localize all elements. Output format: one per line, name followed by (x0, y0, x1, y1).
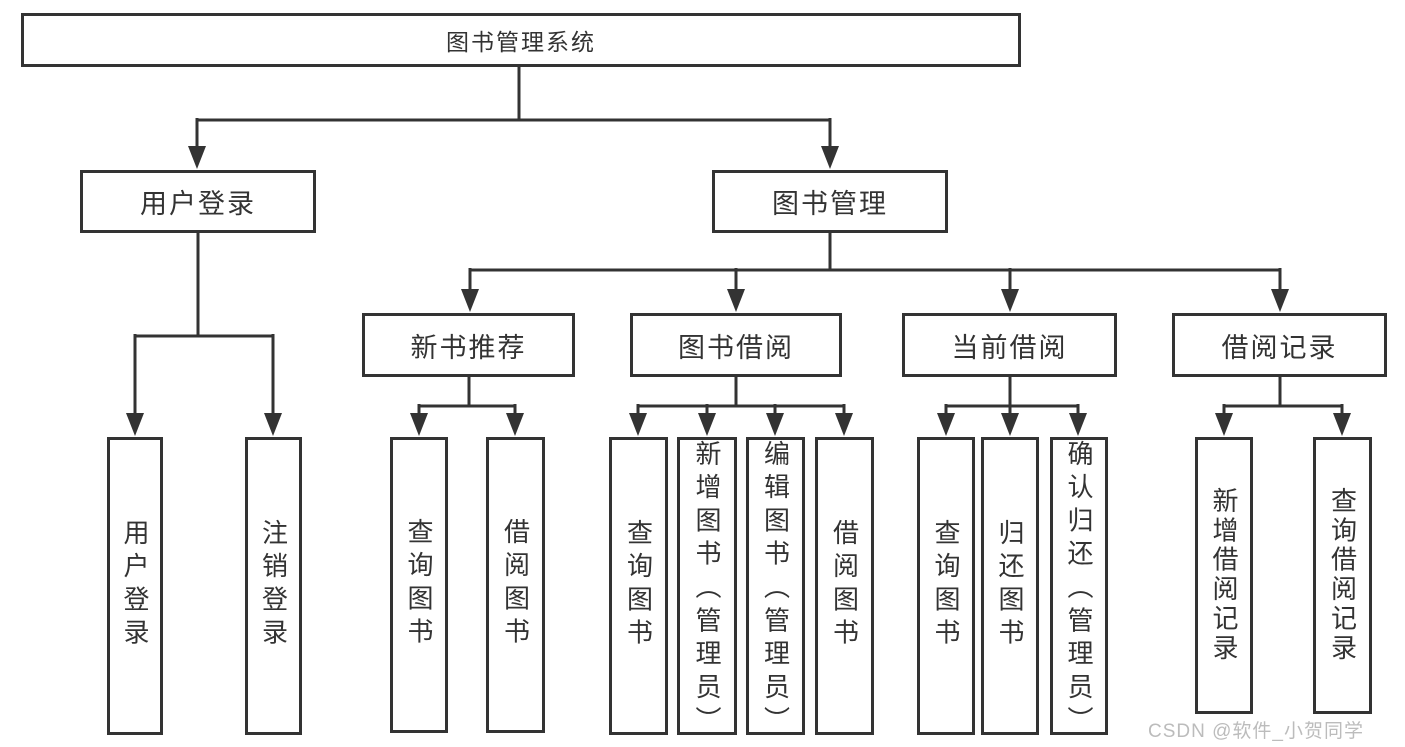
leaf-query-books-current: 查询图书 (917, 437, 975, 735)
leaf-label: 借阅图书 (500, 518, 531, 652)
node-label: 新书推荐 (410, 332, 527, 363)
node-label: 用户登录 (140, 189, 256, 219)
leaf-label: 借阅图书 (829, 519, 860, 653)
leaf-label: 归还图书 (995, 519, 1025, 653)
node-user-login: 用户登录 (80, 170, 316, 233)
arrowheads (126, 146, 1351, 436)
node-label: 当前借阅 (951, 332, 1068, 363)
leaf-label: 确认归还（管理员） (1064, 440, 1094, 740)
leaf-label: 用户登录 (120, 519, 150, 653)
leaf-label: 查询图书 (931, 519, 961, 653)
leaf-logout: 注销登录 (245, 437, 302, 735)
leaf-query-books-borrowing: 查询图书 (609, 437, 668, 735)
leaf-confirm-return-admin: 确认归还（管理员） (1050, 437, 1108, 740)
leaf-edit-book-admin: 编辑图书（管理员） (746, 437, 805, 740)
node-new-book-recommend: 新书推荐 (362, 313, 575, 377)
leaf-label: 新增借阅记录 (1209, 487, 1239, 664)
node-book-borrowing: 图书借阅 (630, 313, 842, 377)
leaf-borrow-books-borrowing: 借阅图书 (815, 437, 874, 735)
node-label: 借阅记录 (1221, 332, 1338, 363)
leaf-query-borrow-record: 查询借阅记录 (1313, 437, 1372, 714)
node-label: 图书管理 (772, 189, 888, 219)
node-current-borrowing: 当前借阅 (902, 313, 1117, 377)
node-book-management: 图书管理 (712, 170, 948, 233)
leaf-return-books: 归还图书 (981, 437, 1039, 735)
leaf-label: 查询图书 (404, 518, 434, 652)
csdn-watermark: CSDN @软件_小贺同学 (1148, 721, 1364, 742)
node-borrow-records: 借阅记录 (1172, 313, 1387, 377)
leaf-add-borrow-record: 新增借阅记录 (1195, 437, 1253, 714)
leaf-label: 注销登录 (258, 519, 289, 653)
leaf-add-book-admin: 新增图书（管理员） (677, 437, 737, 740)
leaf-label: 查询借阅记录 (1327, 487, 1358, 664)
leaf-label: 查询图书 (623, 519, 654, 653)
leaf-label: 新增图书（管理员） (692, 440, 722, 740)
node-label: 图书借阅 (678, 332, 794, 363)
leaf-query-books-recommend: 查询图书 (390, 437, 448, 733)
leaf-user-login: 用户登录 (107, 437, 163, 735)
node-label: 图书管理系统 (446, 29, 596, 55)
node-library-system: 图书管理系统 (21, 13, 1021, 67)
leaf-label: 编辑图书（管理员） (760, 440, 791, 740)
leaf-borrow-books-recommend: 借阅图书 (486, 437, 545, 733)
